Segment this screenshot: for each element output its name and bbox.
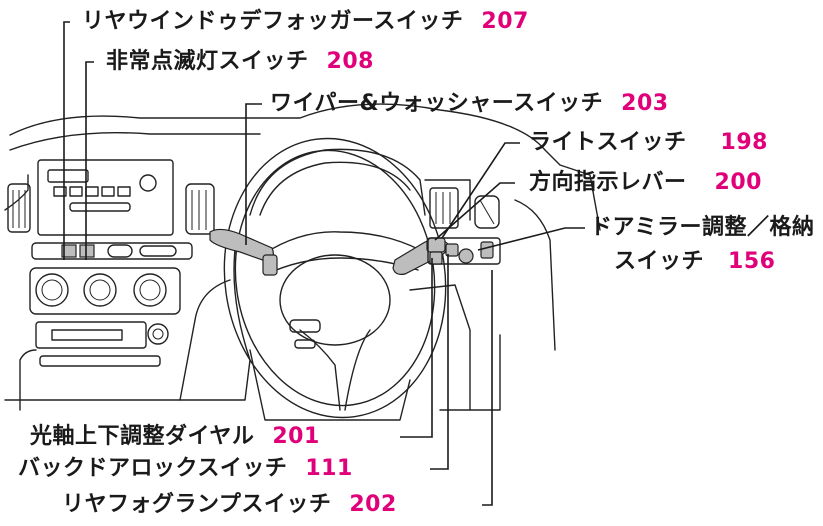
callout-label: リヤフォグランプスイッチ: [62, 492, 332, 517]
callout-label: スイッチ: [614, 249, 705, 274]
callout-label: 方向指示レバー: [529, 170, 687, 195]
callout-page: 207: [481, 9, 529, 34]
callout-label: 光軸上下調整ダイヤル: [30, 424, 255, 449]
callout-hazard: 非常点滅灯スイッチ 208: [106, 49, 374, 75]
callout-label: ライトスイッチ: [529, 130, 687, 155]
callout-page: 200: [714, 170, 762, 195]
callout-label: ワイパー&ウォッシャースイッチ: [270, 91, 604, 116]
callout-rear-fog: リヤフォグランプスイッチ 202: [62, 492, 397, 518]
callout-headlight-leveling: 光軸上下調整ダイヤル 201: [30, 424, 320, 450]
callout-page: 202: [349, 492, 397, 517]
callout-back-door-lock: バックドアロックスイッチ 111: [18, 456, 353, 482]
callout-page: 203: [621, 91, 669, 116]
leader-lines: [63, 21, 585, 506]
callout-page: 198: [720, 130, 768, 155]
callout-label: バックドアロックスイッチ: [18, 456, 288, 481]
dashboard-illustration: [4, 103, 601, 421]
callout-page: 156: [728, 249, 776, 274]
callout-turn-signal: 方向指示レバー 200: [529, 170, 762, 196]
callout-page: 201: [272, 424, 320, 449]
callout-rear-defogger: リヤウインドゥデフォッガースイッチ 207: [82, 9, 529, 35]
callout-page: 111: [305, 456, 353, 481]
callout-page: 208: [326, 49, 374, 74]
callout-wiper: ワイパー&ウォッシャースイッチ 203: [270, 91, 669, 117]
callout-label: リヤウインドゥデフォッガースイッチ: [82, 9, 464, 34]
callout-light: ライトスイッチ 198: [529, 130, 768, 156]
callout-label: 非常点滅灯スイッチ: [106, 49, 309, 74]
callout-door-mirror: ドアミラー調整／格納 スイッチ 156: [590, 215, 815, 275]
callout-label-line2: スイッチ 156: [614, 249, 815, 275]
callout-label: ドアミラー調整／格納: [590, 215, 815, 240]
